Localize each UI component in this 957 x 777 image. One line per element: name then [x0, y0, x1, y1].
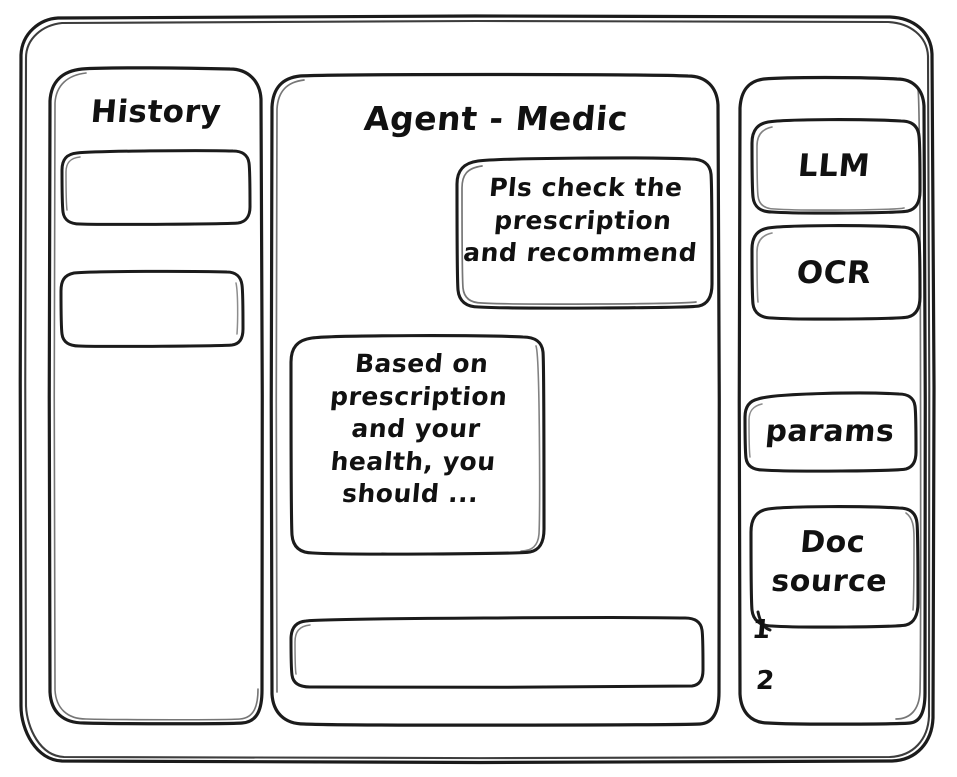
tool-button-params[interactable]: params: [764, 414, 896, 449]
tool-button-llm[interactable]: LLM: [796, 148, 872, 184]
user-message-bubble: Pls check the prescription and recommend: [462, 173, 699, 267]
history-item[interactable]: [62, 152, 250, 222]
history-panel-title: History: [89, 94, 223, 130]
agent-panel-title: Agent - Medic: [362, 99, 630, 138]
history-item[interactable]: [62, 272, 240, 344]
doc-source-item-1[interactable]: 1: [750, 615, 772, 645]
tool-button-ocr[interactable]: OCR: [795, 255, 873, 291]
message-composer-input[interactable]: [291, 618, 703, 688]
assistant-message-bubble: Based on prescription and your health, y…: [329, 349, 509, 508]
doc-source-item-2[interactable]: 2: [754, 666, 776, 696]
tool-button-doc-source[interactable]: Doc source: [769, 525, 889, 599]
